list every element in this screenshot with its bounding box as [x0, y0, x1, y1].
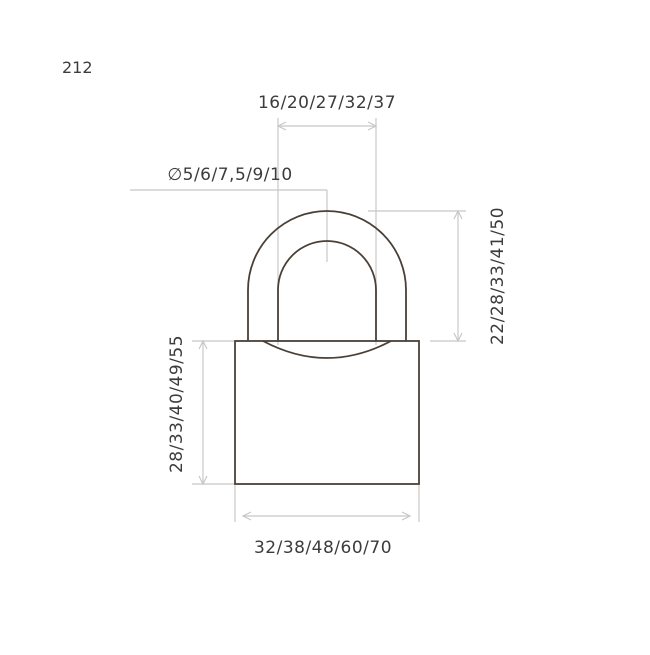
clearance-arrow-left: [276, 121, 287, 131]
padlock-outline: [234, 210, 420, 485]
shackle-height-arrow-top: [453, 209, 463, 220]
body-height-arrow-top: [198, 339, 208, 350]
body-height-label: 28/33/40/49/55: [167, 335, 187, 473]
shackle-height-arrow-bottom: [453, 332, 463, 343]
body-width-arrow-left: [241, 511, 252, 521]
dimension-lines: [130, 118, 466, 522]
model-number: 212: [62, 58, 93, 77]
diameter-label: ∅5/6/7,5/9/10: [167, 165, 292, 185]
shackle-outer: [247, 210, 407, 341]
shackle-height-label: 22/28/33/41/50: [488, 207, 508, 345]
clearance-arrow-right: [367, 121, 378, 131]
shackle-inner: [277, 240, 377, 341]
lock-body: [234, 340, 420, 485]
body-width-label: 32/38/48/60/70: [254, 538, 392, 558]
shackle-base-curve: [262, 340, 392, 359]
body-width-arrow-right: [401, 511, 412, 521]
clearance-label: 16/20/27/32/37: [258, 93, 396, 113]
body-height-arrow-bottom: [198, 475, 208, 486]
